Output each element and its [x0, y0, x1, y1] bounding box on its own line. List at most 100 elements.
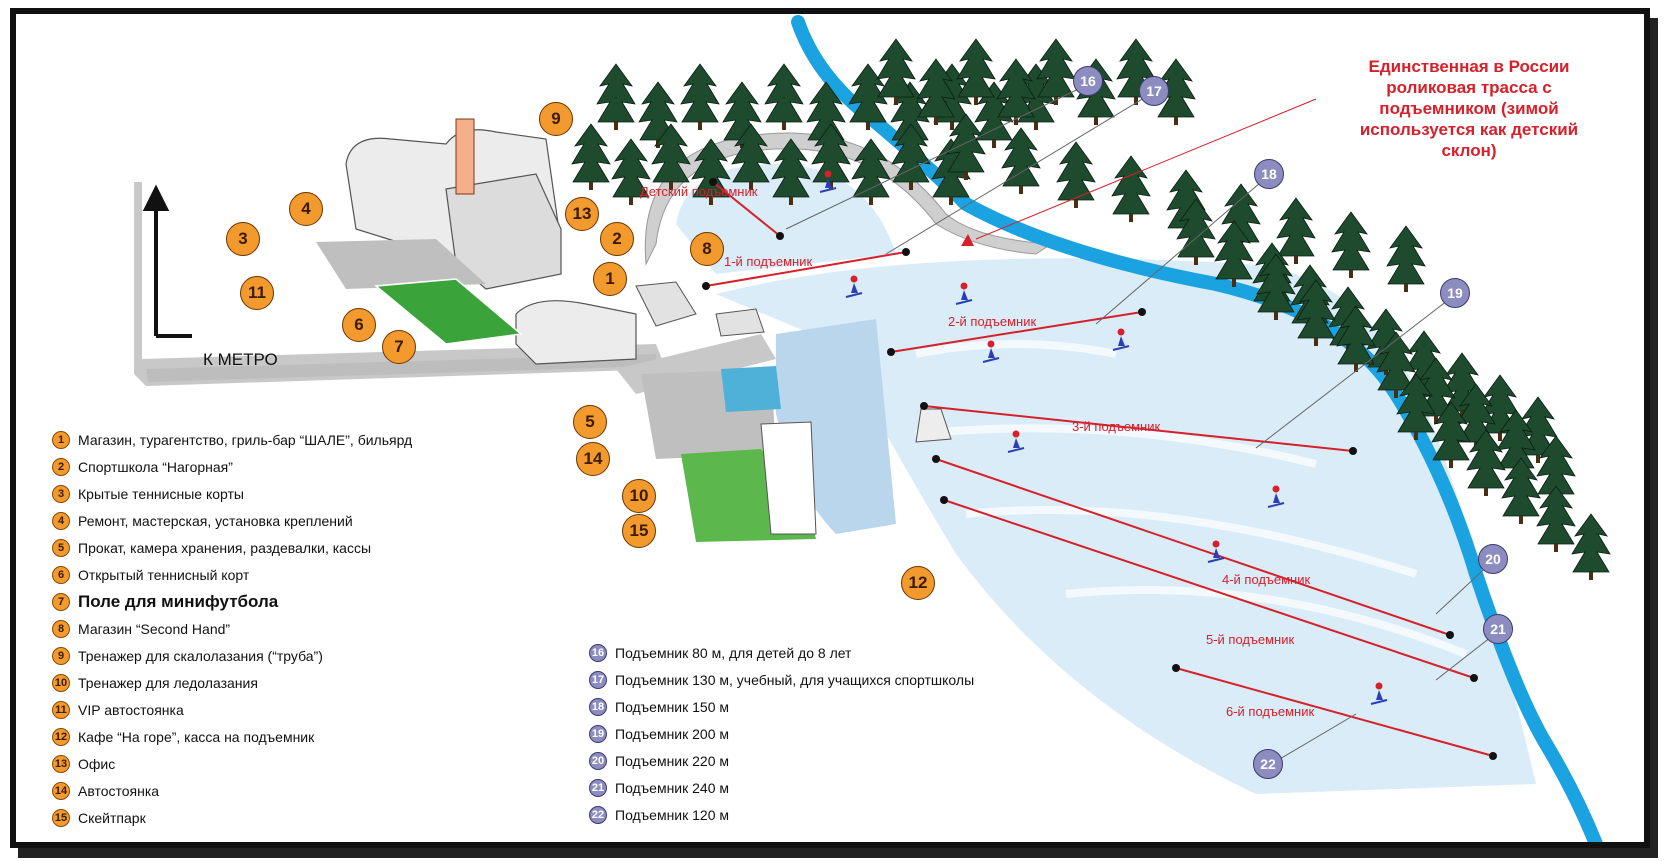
skier-icon	[1370, 682, 1388, 705]
tree-trunk	[949, 197, 953, 205]
lift-station-icon	[1446, 631, 1454, 639]
tree-trunk	[1349, 270, 1353, 278]
badge-14: 14	[576, 442, 610, 476]
lift-line	[890, 311, 1143, 353]
lift-station-icon	[932, 455, 940, 463]
tree-trunk	[1434, 416, 1438, 424]
lift-line	[705, 251, 907, 287]
badge-11: 11	[240, 276, 274, 310]
tree-trunk	[1484, 488, 1488, 496]
skier-icon	[845, 275, 863, 298]
lift-line	[923, 405, 1354, 452]
tree-trunk	[669, 182, 673, 190]
lift-badge-22: 22	[1253, 749, 1283, 779]
tree-trunk	[1449, 460, 1453, 468]
lift-station-icon	[776, 232, 784, 240]
tree-trunk	[1094, 117, 1098, 125]
label-kids-lift: Детский подъемник	[640, 184, 758, 199]
pointer-line	[785, 83, 1090, 230]
tree-icon	[1536, 485, 1576, 545]
badge-3: 3	[226, 222, 260, 256]
tree-trunk	[1134, 97, 1138, 105]
lift-badge-18: 18	[1254, 159, 1284, 189]
tree-trunk	[964, 172, 968, 180]
tree-trunk	[974, 97, 978, 105]
tree-trunk	[866, 122, 870, 130]
tree-trunk	[1414, 432, 1418, 440]
tree-trunk	[1034, 122, 1038, 130]
map-frame: 1 2 3 4 5 6 7 8 9 10 11 12 13 14 15 16 1…	[10, 8, 1650, 848]
tree-trunk	[589, 182, 593, 190]
lift-line	[943, 499, 1475, 679]
tree-trunk	[1174, 117, 1178, 125]
tree-trunk	[1394, 390, 1398, 398]
tree-trunk	[1054, 97, 1058, 105]
tree-trunk	[1274, 312, 1278, 320]
label-lift-4: 4-й подъемник	[1222, 572, 1311, 587]
tree-trunk	[1354, 364, 1358, 372]
skier-icon	[819, 170, 837, 193]
tree-trunk	[992, 140, 996, 148]
badge-10: 10	[622, 479, 656, 513]
ground-areas	[316, 239, 817, 542]
lift-station-icon	[702, 282, 710, 290]
tree-trunk	[909, 182, 913, 190]
tree-icon	[1056, 141, 1096, 201]
tree-trunk	[869, 197, 873, 205]
lift-station-icon	[940, 496, 948, 504]
lift-station-icon	[902, 248, 910, 256]
skiers	[819, 170, 1388, 705]
main-slope	[716, 258, 1536, 794]
pointer-line	[885, 91, 1155, 255]
skier-icon	[955, 282, 973, 305]
badge-13: 13	[565, 197, 599, 231]
lift-badge-17: 17	[1139, 76, 1169, 106]
lift-station-icon	[920, 402, 928, 410]
pointer-line	[1267, 713, 1357, 767]
tree-icon	[1571, 513, 1611, 573]
kids-slope	[676, 164, 896, 274]
lift-station-icon	[1138, 308, 1146, 316]
tree-trunk	[709, 197, 713, 205]
metro-arrow	[142, 184, 192, 338]
lift-line	[935, 458, 1451, 636]
roller-track-marker	[961, 234, 974, 246]
lift-station-icon	[887, 348, 895, 356]
skier-icon	[1007, 430, 1025, 453]
tree-trunk	[698, 122, 702, 130]
tree-trunk	[789, 197, 793, 205]
skier-icon	[1267, 485, 1285, 508]
forest	[571, 38, 1611, 580]
tree-icon	[1386, 225, 1426, 285]
lift-line	[1175, 667, 1494, 757]
skier-icon	[982, 340, 1000, 363]
tree-trunk	[1294, 256, 1298, 264]
pointer-line	[1255, 293, 1457, 449]
tree-trunk	[1232, 279, 1236, 287]
promo-pointer	[975, 98, 1317, 240]
badge-8: 8	[690, 232, 724, 266]
lift-line	[712, 181, 781, 237]
badge-2: 2	[600, 222, 634, 256]
pointer-line	[1095, 175, 1269, 325]
tree-icon	[571, 123, 611, 183]
